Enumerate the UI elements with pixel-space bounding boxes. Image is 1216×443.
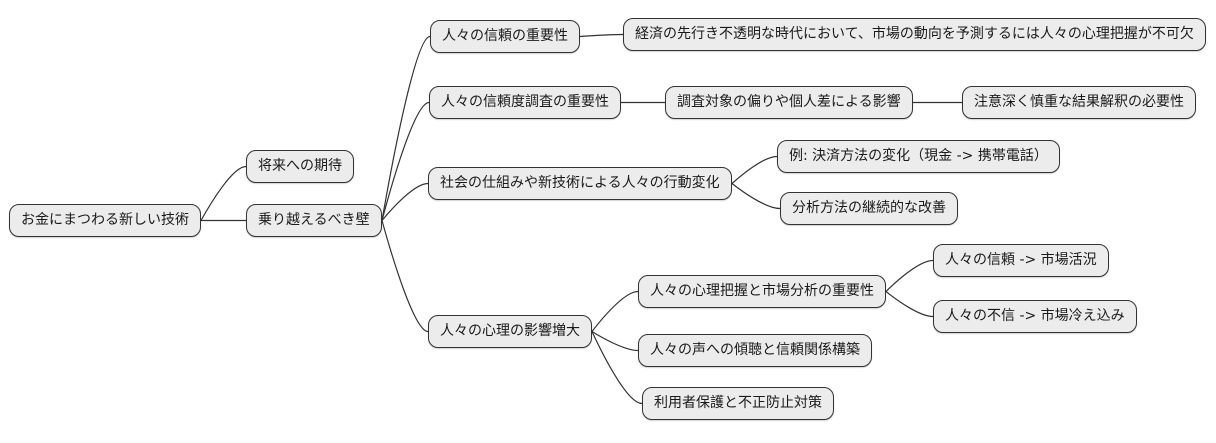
mindmap-edge-psych-market-to-market-up: [885, 259, 934, 292]
mindmap-edge-behavior-to-behavior-example: [731, 155, 778, 184]
mindmap-node-protection: 利用者保護と不正防止対策: [642, 387, 834, 420]
mindmap-node-listening: 人々の声への傾聴と信頼関係構築: [638, 334, 872, 367]
mindmap-node-future: 将来への期待: [246, 150, 354, 183]
mindmap-edge-behavior-to-behavior-improve: [731, 183, 781, 210]
mindmap-edge-psychology-to-listening: [591, 330, 639, 352]
mindmap-edge-psychology-to-psych-market: [591, 290, 639, 332]
mindmap-node-wall: 乗り越えるべき壁: [246, 204, 382, 237]
mindmap-edge-wall-to-psychology: [381, 220, 429, 333]
mindmap-edge-trust-to-trust-detail: [579, 33, 624, 38]
mindmap-edge-wall-to-survey: [381, 101, 430, 221]
mindmap-node-survey-bias: 調査対象の偏りや個人差による影響: [665, 86, 913, 119]
mindmap-node-market-down: 人々の不信 -> 市場冷え込み: [933, 300, 1137, 333]
mindmap-node-trust-detail: 経済の先行き不透明な時代において、市場の動向を予測するには人々の心理把握が不可欠: [623, 18, 1206, 51]
mindmap-node-survey-caution: 注意深く慎重な結果解釈の必要性: [962, 86, 1196, 119]
mindmap-node-survey: 人々の信頼度調査の重要性: [429, 86, 621, 119]
mindmap-node-psychology: 人々の心理の影響増大: [428, 315, 592, 348]
mindmap-node-trust: 人々の信頼の重要性: [430, 20, 580, 53]
mindmap-edge-root-to-future: [200, 165, 247, 221]
mindmap-edge-psych-market-to-market-down: [885, 291, 934, 318]
mindmap-node-root: お金にまつわる新しい技術: [9, 204, 201, 237]
mindmap-node-behavior: 社会の仕組みや新技術による人々の行動変化: [428, 167, 732, 200]
mindmap-node-psych-market: 人々の心理把握と市場分析の重要性: [638, 275, 886, 308]
mindmap-edge-psychology-to-protection: [591, 331, 643, 405]
mindmap-node-behavior-example: 例: 決済方法の変化（現金 -> 携帯電話）: [777, 140, 1060, 173]
mindmap-node-behavior-improve: 分析方法の継続的な改善: [780, 192, 958, 225]
mindmap-node-market-up: 人々の信頼 -> 市場活況: [933, 244, 1109, 277]
mindmap-edge-wall-to-behavior: [381, 182, 429, 221]
mindmap-edge-wall-to-trust: [381, 35, 431, 221]
